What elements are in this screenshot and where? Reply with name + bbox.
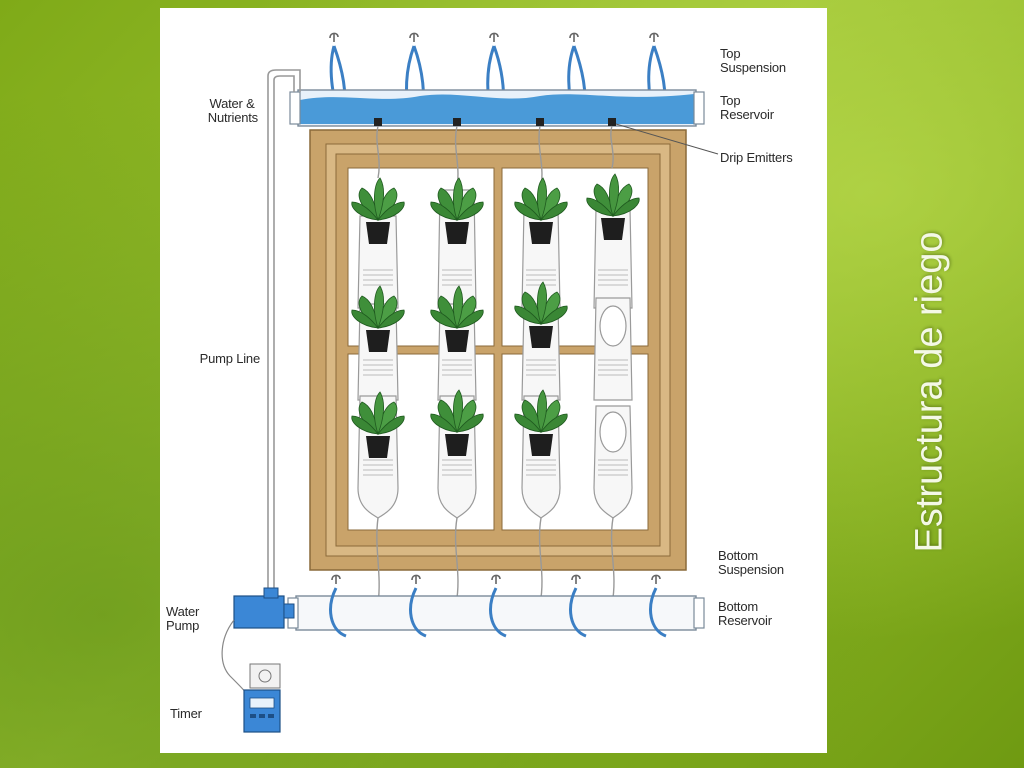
label-water-pump: Water Pump (166, 604, 203, 633)
pump-icon (233, 587, 295, 629)
label-timer: Timer (170, 706, 203, 721)
pump-line (267, 69, 301, 596)
hook-icon (331, 574, 661, 585)
timer-icon (243, 689, 281, 733)
top-reservoir (289, 89, 705, 127)
bottom-reservoir (287, 595, 705, 631)
label-water-nutrients: Water & Nutrients (208, 96, 259, 125)
label-top-reservoir: Top Reservoir (720, 93, 775, 122)
irrigation-diagram: Top Suspension Top Reservoir Drip Emitte… (166, 32, 793, 733)
outlet-icon (249, 663, 281, 689)
label-bottom-suspension: Bottom Suspension (718, 548, 784, 577)
label-pump-line: Pump Line (200, 351, 260, 366)
diagram-labels: Top Suspension Top Reservoir Drip Emitte… (166, 46, 793, 721)
label-bottom-reservoir: Bottom Reservoir (718, 599, 773, 628)
slide-title: Estructura de riego (908, 231, 951, 553)
label-drip-emitters: Drip Emitters (720, 150, 793, 165)
label-top-suspension: Top Suspension (720, 46, 786, 75)
bottom-suspension (331, 574, 661, 585)
diagram-panel: Top Suspension Top Reservoir Drip Emitte… (160, 8, 827, 753)
hook-icon (329, 32, 659, 43)
